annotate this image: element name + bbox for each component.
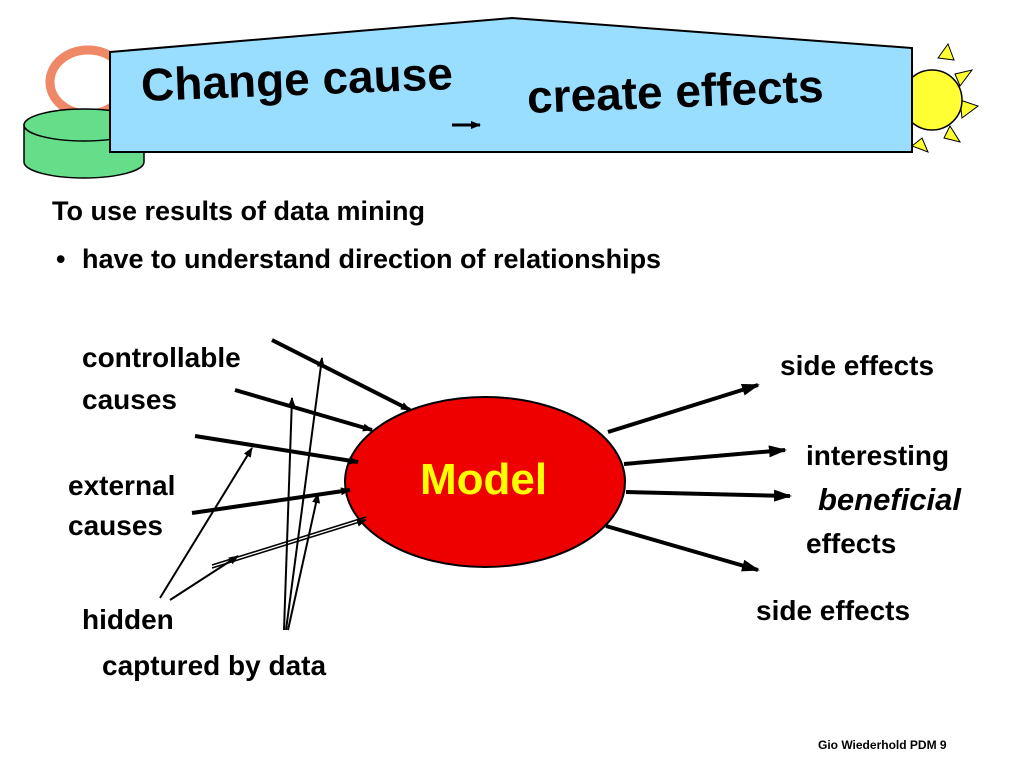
- model-ellipse: [344, 396, 626, 568]
- bullet-text: have to understand direction of relation…: [82, 244, 662, 274]
- label-captured-by-data: captured by data: [102, 650, 327, 681]
- label-side-effects-top: side effects: [780, 350, 935, 381]
- sun-icon: [901, 42, 980, 153]
- label-effects: effects: [806, 528, 897, 559]
- label-hidden: hidden: [82, 604, 174, 635]
- label-external-causes: causes: [68, 510, 163, 541]
- effect-arrows: [605, 383, 792, 572]
- intro-text: To use results of data mining: [52, 196, 426, 226]
- model-label: Model: [420, 455, 548, 504]
- bullet-marker: •: [56, 244, 66, 274]
- label-beneficial: beneficial: [818, 482, 961, 517]
- title-banner: [109, 16, 913, 153]
- title-create-effects: create effects: [526, 59, 825, 123]
- label-controllable: controllable: [82, 342, 241, 373]
- label-controllable-causes: causes: [82, 384, 177, 415]
- label-external: external: [68, 470, 176, 501]
- label-side-effects-bottom: side effects: [756, 595, 911, 626]
- label-interesting: interesting: [806, 440, 950, 471]
- footer-credit: Gio Wiederhold PDM 9: [818, 738, 947, 752]
- pointer-lines: [159, 357, 325, 631]
